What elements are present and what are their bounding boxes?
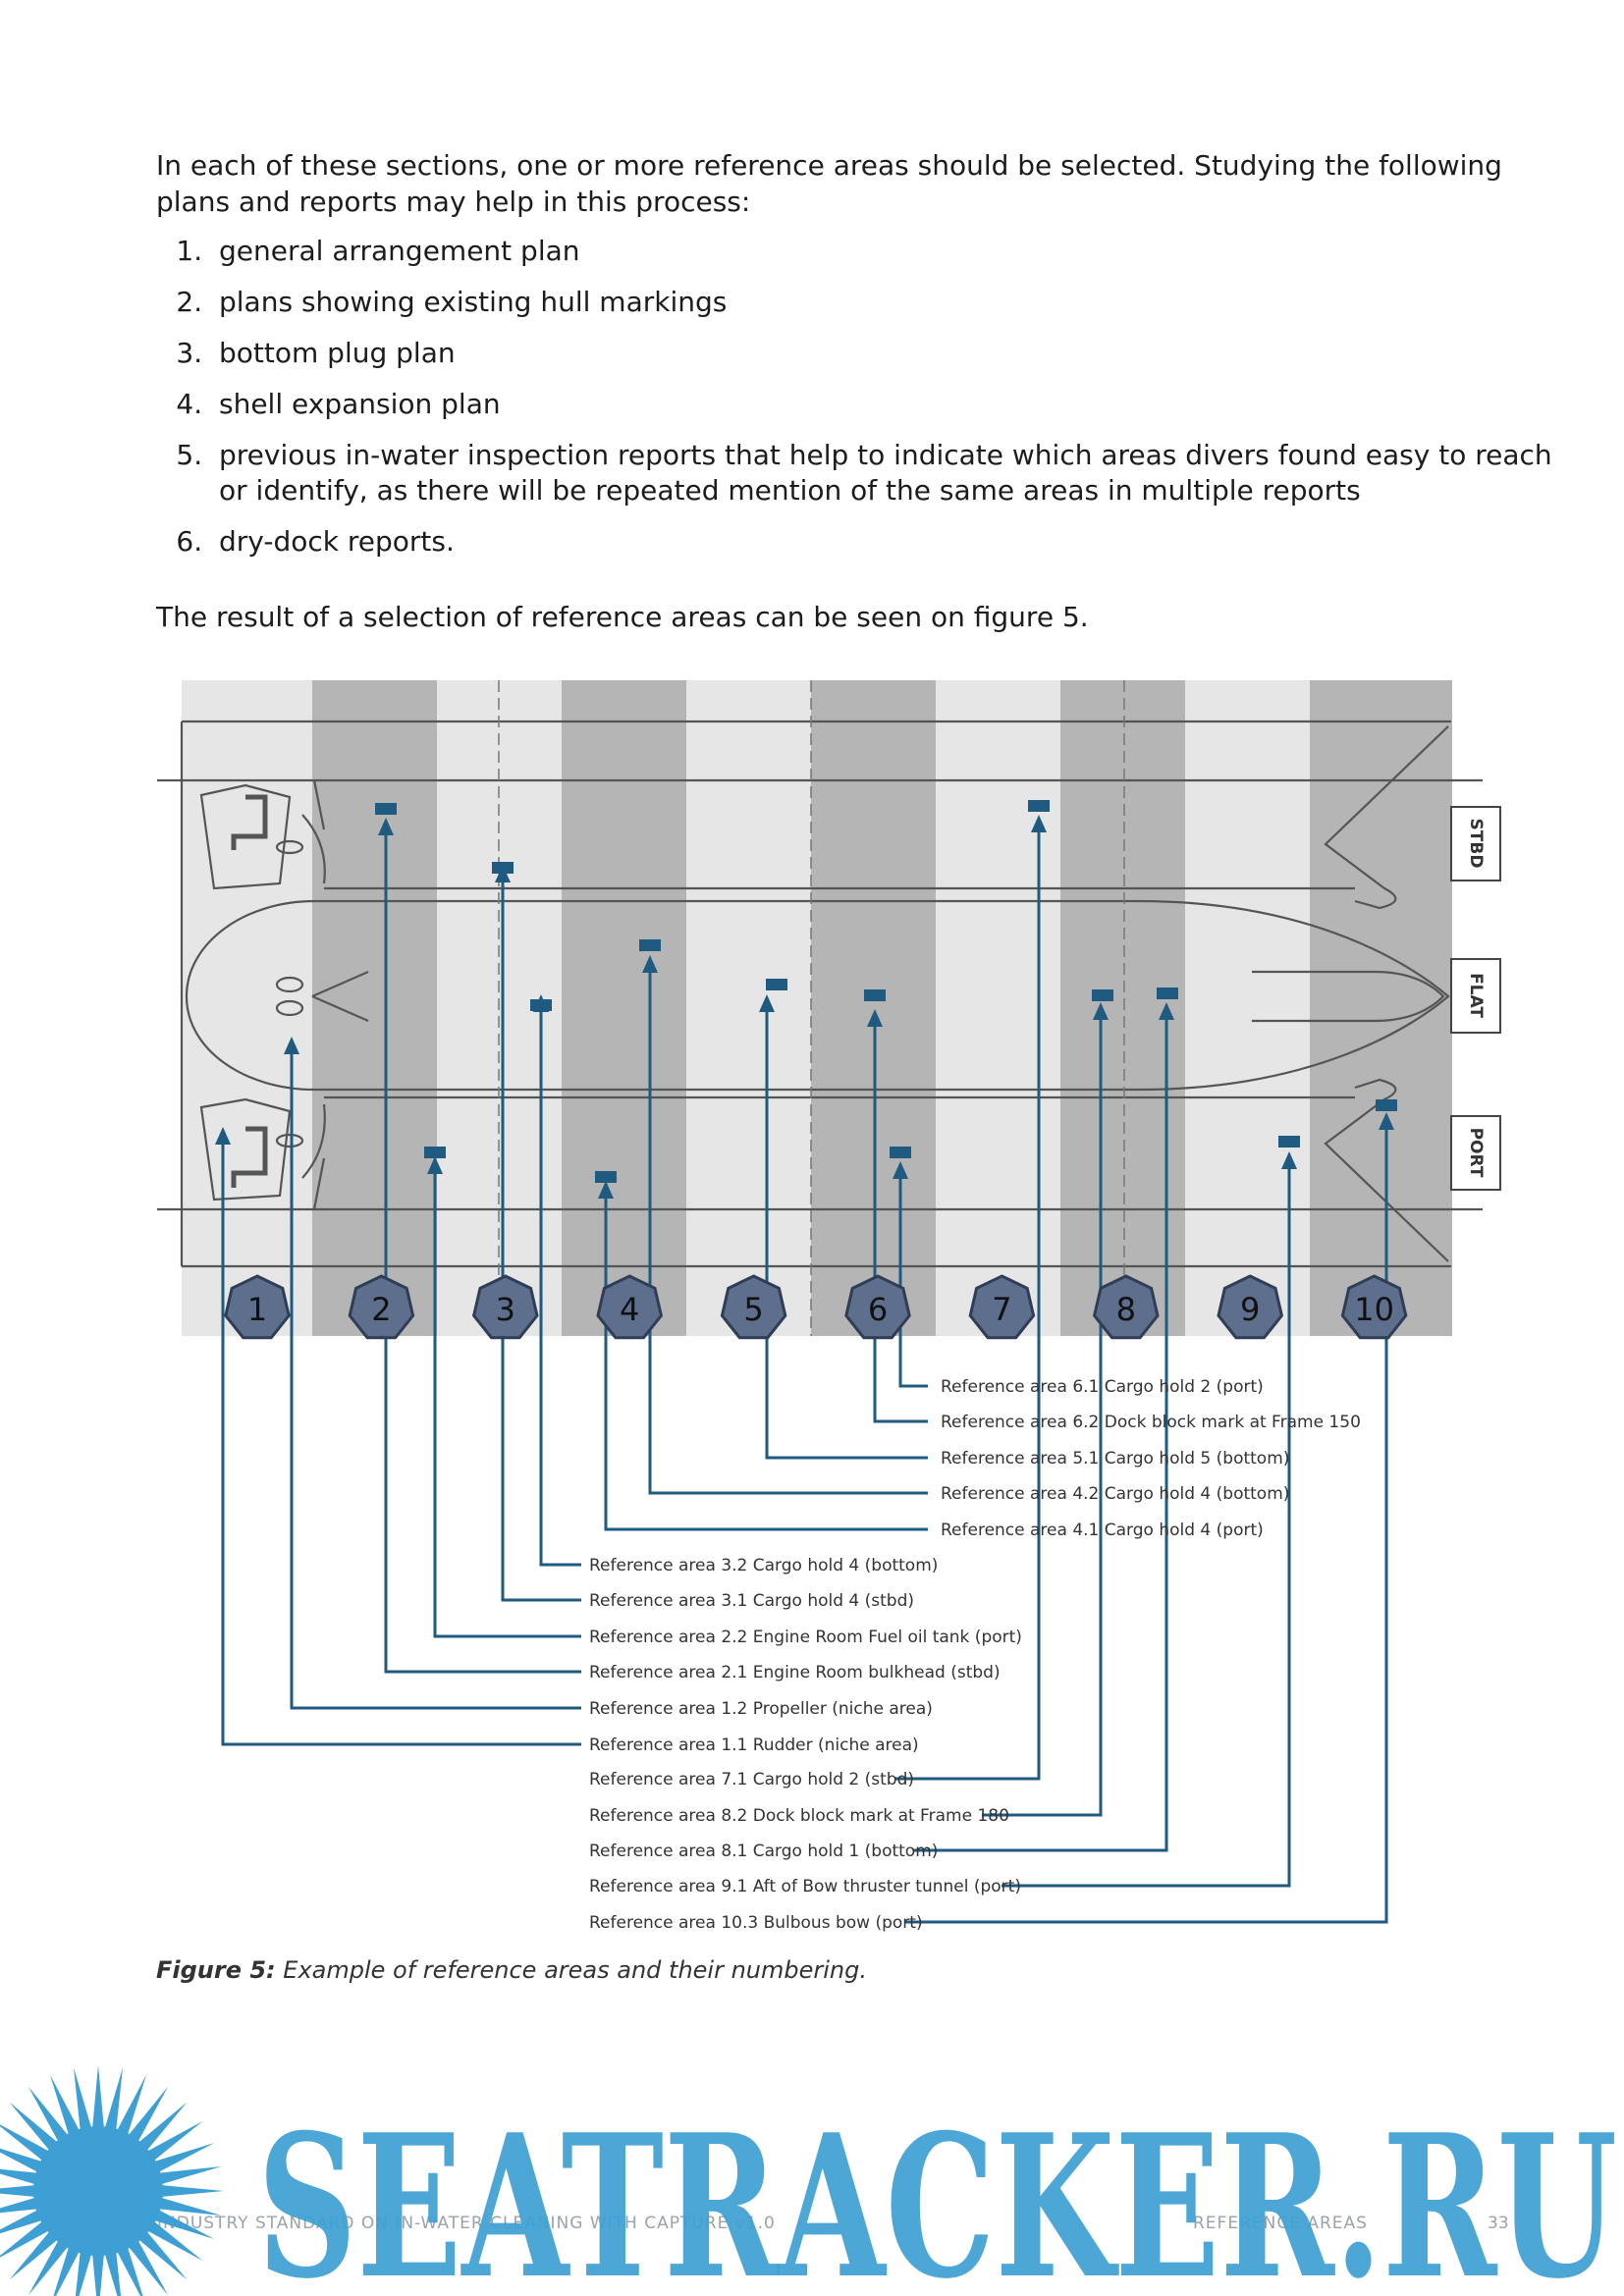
reference-markers [375,800,1397,1183]
section-number: 9 [1240,1291,1260,1328]
stbd-label: STBD [1466,819,1486,869]
section-number: 6 [868,1291,888,1328]
legend-label: Reference area 3.2 Cargo hold 4 (bottom) [589,1556,938,1575]
list-item: plans showing existing hull markings [211,285,1556,320]
legend-label: Reference area 4.2 Cargo hold 4 (bottom) [941,1484,1289,1504]
seatracker-watermark: SEATRACKER.RU [0,2065,1617,2296]
figure-caption: Figure 5: Example of reference areas and… [156,1956,867,1984]
section-numbers: 1 2 3 4 5 6 7 8 9 10 [224,1274,1408,1340]
legend-label: Reference area 2.2 Engine Room Fuel oil … [589,1628,1022,1647]
result-paragraph: The result of a selection of reference a… [156,601,1089,633]
sun-disc [33,2126,163,2256]
legend-label: Reference area 8.1 Cargo hold 1 (bottom) [589,1842,938,1861]
reference-areas-figure: STBD FLAT PORT [157,680,1501,1933]
page-number: 33 [1488,2214,1509,2233]
flat-label: FLAT [1466,973,1486,1018]
legend-label: Reference area 5.1 Cargo hold 5 (bottom) [941,1449,1289,1468]
section-hexagon [224,1274,291,1340]
list-item: previous in-water inspection reports tha… [211,438,1556,508]
caption-text: Example of reference areas and their num… [275,1956,867,1984]
plans-list: general arrangement plan plans showing e… [172,234,1556,575]
section-number: 8 [1116,1291,1136,1328]
leader-arrowheads [215,815,1394,1199]
list-item: shell expansion plan [211,387,1556,422]
legend-label: Reference area 9.1 Aft of Bow thruster t… [589,1877,1021,1896]
legend-label: Reference area 1.1 Rudder (niche area) [589,1735,919,1755]
legend-label: Reference area 3.1 Cargo hold 4 (stbd) [589,1591,914,1611]
section-number: 10 [1354,1291,1394,1328]
legend-label: Reference area 4.1 Cargo hold 4 (port) [941,1521,1264,1540]
section-hexagon [1217,1274,1284,1340]
footer-section: REFERENCE AREAS [1193,2214,1368,2233]
section-hexagon [471,1274,539,1340]
section-number: 7 [992,1291,1011,1328]
list-item: dry-dock reports. [211,524,1556,560]
footer-title: INDUSTRY STANDARD ON IN-WATER CLEANING W… [157,2214,776,2233]
list-item: general arrangement plan [211,234,1556,269]
section-number: 1 [247,1291,267,1328]
section-hexagon [1092,1274,1160,1340]
section-hexagon [844,1274,911,1340]
watermark-text: SEATRACKER.RU [257,2092,1617,2296]
section-hexagon [596,1274,664,1340]
hull-outline [157,720,1483,1268]
legend-label: Reference area 10.3 Bulbous bow (port) [589,1913,923,1933]
section-number: 5 [743,1291,763,1328]
port-label: PORT [1466,1128,1486,1178]
list-item: bottom plug plan [211,336,1556,371]
intro-paragraph: In each of these sections, one or more r… [156,149,1502,218]
caption-label: Figure 5: [156,1956,276,1984]
section-hexagon [1340,1274,1408,1340]
section-hexagon [720,1274,787,1340]
leader-lines [221,827,1388,1924]
section-number: 3 [496,1291,515,1328]
section-hexagon [968,1274,1036,1340]
section-bands [182,680,1452,1336]
sun-icon [0,2065,224,2296]
legend-label: Reference area 6.1 Cargo hold 2 (port) [941,1377,1264,1397]
section-hexagon [348,1274,415,1340]
legend-label: Reference area 8.2 Dock block mark at Fr… [589,1806,1009,1826]
section-dividers [498,680,1125,1336]
legend-label: Reference area 2.1 Engine Room bulkhead … [589,1663,1001,1682]
legend: Reference area 6.1 Cargo hold 2 (port) R… [589,1377,1361,1933]
side-labels: STBD FLAT PORT [1450,806,1501,1191]
legend-label: Reference area 1.2 Propeller (niche area… [589,1699,933,1719]
section-number: 4 [620,1291,639,1328]
section-number: 2 [371,1291,391,1328]
legend-label: Reference area 7.1 Cargo hold 2 (stbd) [589,1770,914,1789]
legend-label: Reference area 6.2 Dock block mark at Fr… [941,1413,1361,1432]
